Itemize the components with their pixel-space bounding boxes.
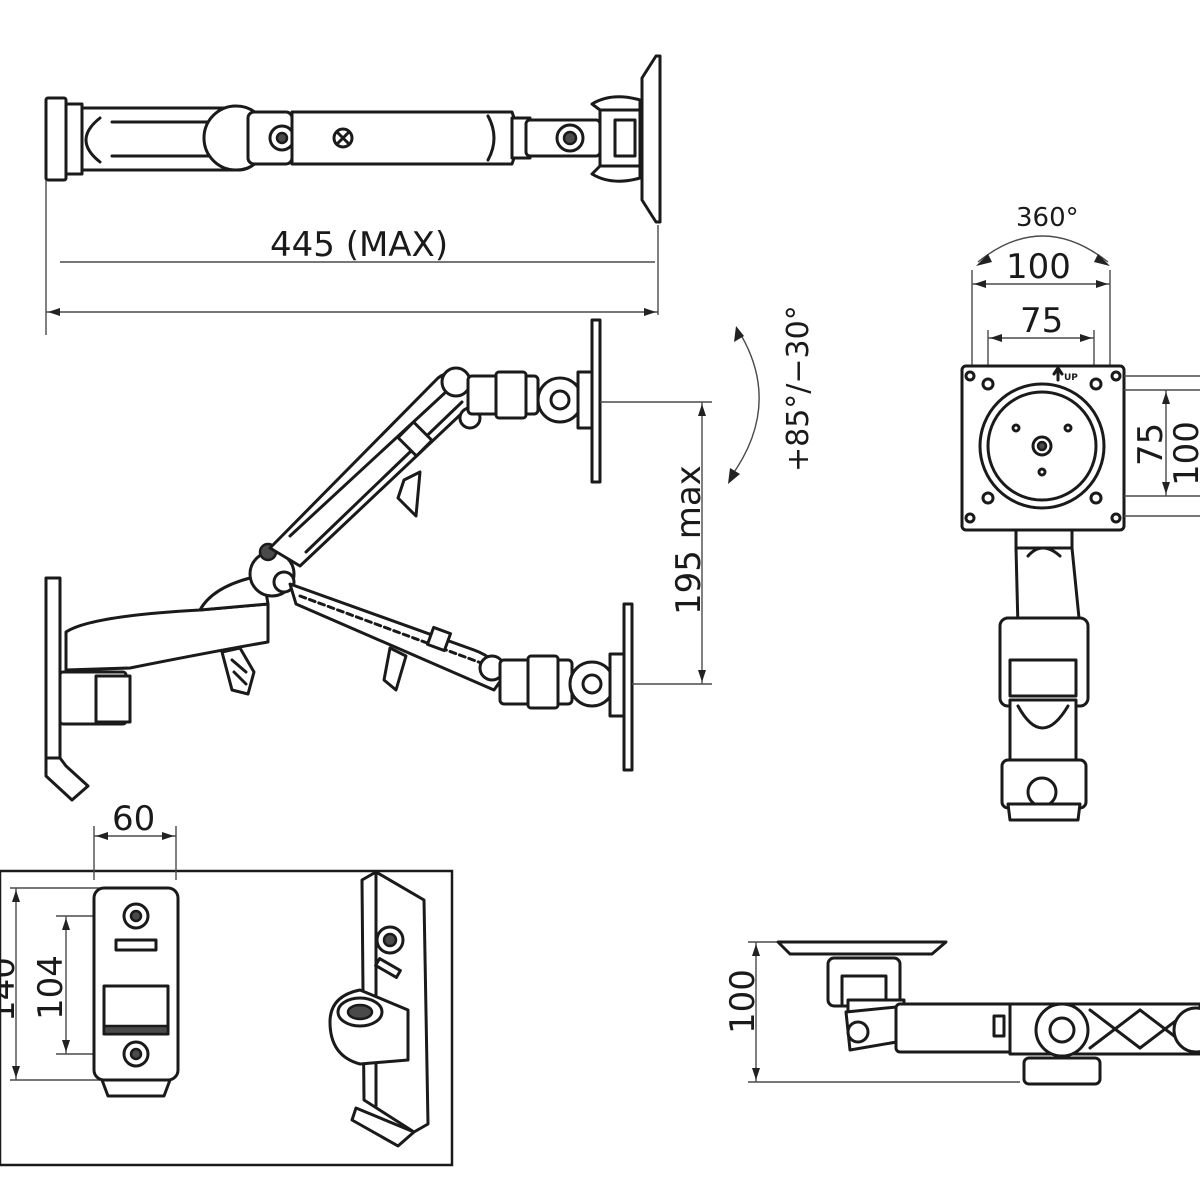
side-view-arm	[44, 318, 634, 802]
length-max-label: 445 (MAX)	[270, 225, 448, 265]
plate-width-label: 60	[112, 799, 155, 839]
hole-spacing-label: 104	[31, 955, 71, 1020]
vesa-inner-width-label: 75	[1020, 301, 1063, 341]
vesa-outer-width-label: 100	[1006, 247, 1071, 287]
tilt-arc	[728, 326, 760, 484]
bottom-side-view	[748, 940, 1200, 1086]
vesa-outer-height-label: 100	[1167, 421, 1200, 486]
up-mark-label: UP	[1064, 373, 1078, 383]
side-height-label: 100	[723, 969, 763, 1034]
plate-height-label: 140	[0, 957, 23, 1022]
tilt-range-label: +85°/−30°	[781, 305, 816, 472]
vesa-inner-height-label: 75	[1131, 423, 1171, 466]
length-dimension	[45, 180, 659, 335]
height-max-label: 195 max	[669, 465, 709, 615]
wall-plate-detail	[0, 826, 454, 1167]
rotation-label: 360°	[1016, 203, 1079, 233]
front-view-vesa	[960, 235, 1200, 822]
height-dimension	[600, 401, 712, 685]
top-view-arm	[44, 54, 662, 224]
